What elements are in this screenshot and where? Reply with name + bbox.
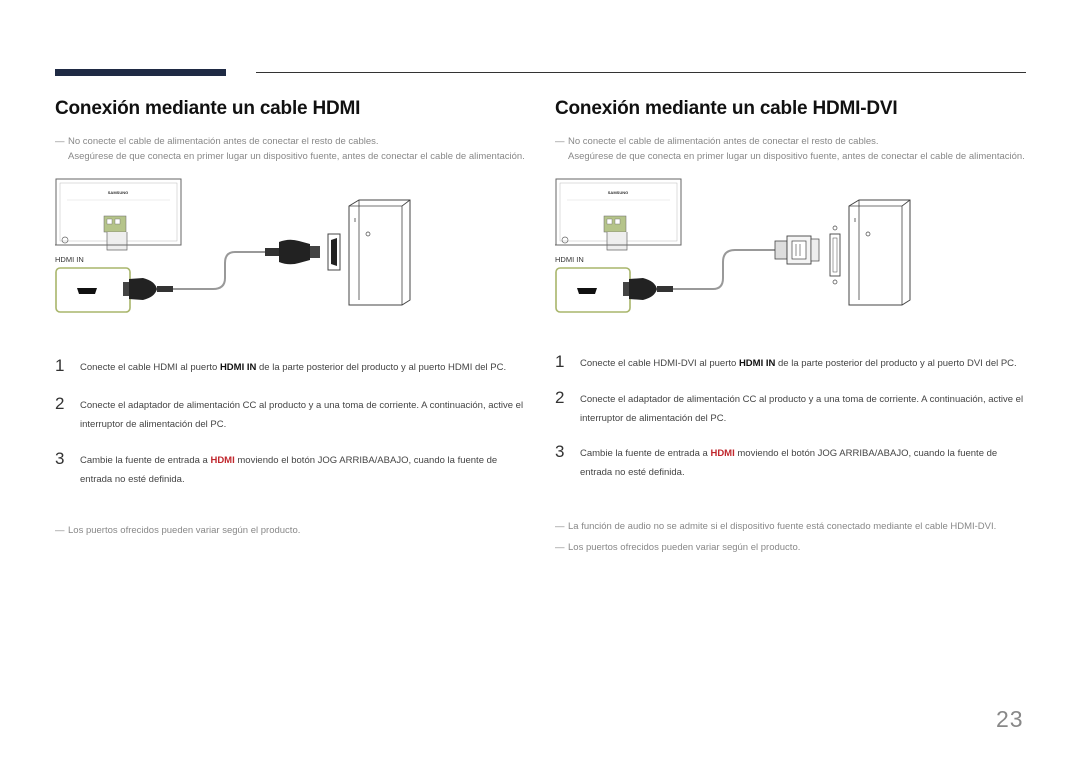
footnote-audio: ― La función de audio no se admite si el…: [555, 521, 997, 532]
dvi-plug: [774, 235, 820, 265]
section-title: Conexión mediante un cable HDMI: [55, 98, 361, 119]
step-3: 3 Cambie la fuente de entrada a HDMI mov…: [55, 449, 498, 485]
steps-list: 1 Conecte el cable HDMI-DVI al puerto HD…: [555, 352, 1025, 482]
hdmi-plug-pc: [265, 239, 320, 265]
section-hdmi-dvi: Conexión mediante un cable HDMI-DVI ― No…: [555, 96, 1025, 553]
section-hdmi: Conexión mediante un cable HDMI ― No con…: [55, 96, 525, 536]
step-2: 2 Conecte el adaptador de alimentación C…: [555, 388, 1024, 424]
footnote: ― Los puertos ofrecidos pueden variar se…: [55, 525, 301, 536]
hdmi-port-icon: [77, 288, 97, 294]
note-sub: Asegúrese de que conecta en primer lugar…: [68, 151, 525, 162]
monitor-brand: SAMSUNG: [608, 190, 628, 195]
hdmi-plug-monitor: [623, 278, 673, 300]
pc-dvi-port: [829, 225, 841, 285]
hdmi-dvi-diagram-svg: SAMSUNG HDMI IN: [555, 178, 911, 313]
note: ― No conecte el cable de alimentación an…: [55, 136, 379, 147]
note-sub: Asegúrese de que conecta en primer lugar…: [568, 151, 1025, 162]
monitor-illustration: SAMSUNG: [55, 178, 182, 251]
pc-tower-illustration: [848, 199, 911, 306]
port-label: HDMI IN: [55, 255, 84, 264]
hdmi-port-icon: [577, 288, 597, 294]
pc-tower-illustration: [348, 199, 411, 306]
footnote-ports: ― Los puertos ofrecidos pueden variar se…: [555, 542, 801, 553]
hdmi-plug-monitor: [123, 278, 173, 300]
step-1: 1 Conecte el cable HDMI-DVI al puerto HD…: [555, 352, 1017, 371]
step-2: 2 Conecte el adaptador de alimentación C…: [55, 394, 524, 430]
monitor-brand: SAMSUNG: [108, 190, 128, 195]
section-bar: [55, 69, 226, 76]
step-1: 1 Conecte el cable HDMI al puerto HDMI I…: [55, 356, 507, 375]
step-3: 3 Cambie la fuente de entrada a HDMI mov…: [555, 442, 998, 478]
hdmi-cable: [173, 251, 265, 290]
hdmi-connection-diagram: SAMSUNG HDMI IN: [55, 178, 525, 328]
note: ― No conecte el cable de alimentación an…: [555, 136, 879, 147]
steps-list: 1 Conecte el cable HDMI al puerto HDMI I…: [55, 356, 525, 489]
pc-hdmi-port: [331, 238, 337, 266]
hdmi-dvi-connection-diagram: SAMSUNG HDMI IN: [555, 178, 1025, 328]
header-rule: [256, 72, 1026, 73]
hdmi-dvi-cable: [673, 249, 775, 290]
page-number: 23: [996, 706, 1024, 732]
hdmi-diagram-svg: SAMSUNG HDMI IN: [55, 178, 411, 313]
monitor-illustration: SAMSUNG: [555, 178, 682, 251]
port-label: HDMI IN: [555, 255, 584, 264]
section-title: Conexión mediante un cable HDMI-DVI: [555, 98, 898, 119]
